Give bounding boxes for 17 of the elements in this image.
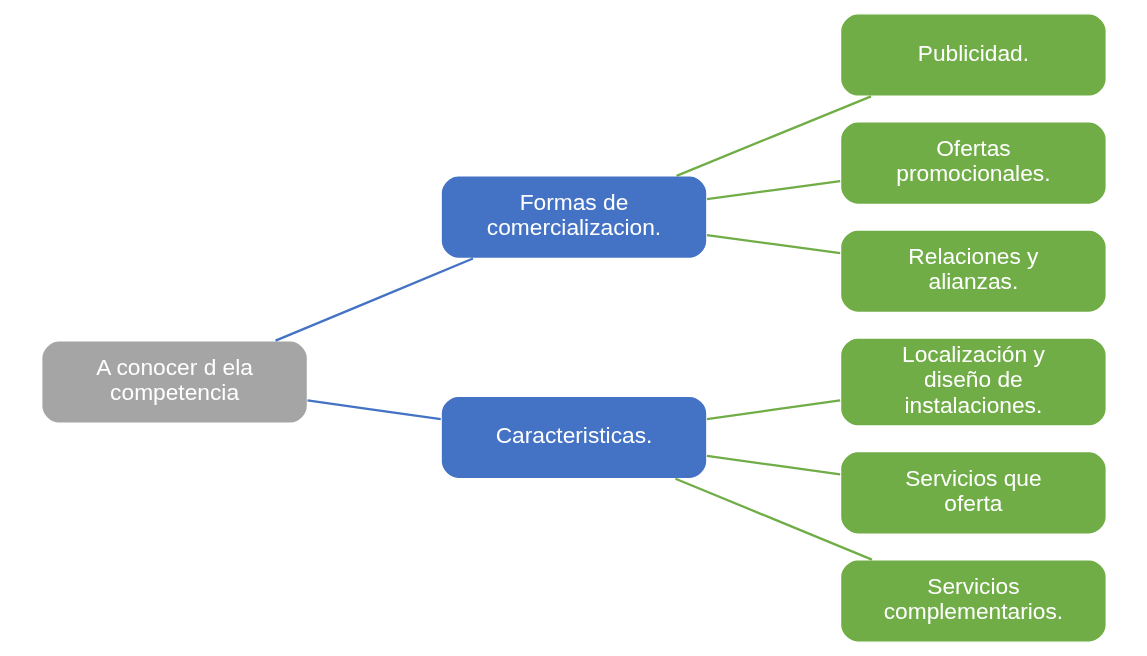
node-box: Ofertas promocionales. (839, 121, 1107, 206)
node-box: Caracteristicas. (439, 395, 708, 480)
node-box: Publicidad. (839, 13, 1107, 97)
connector (306, 399, 441, 421)
connector (706, 233, 840, 255)
node-box: A conocer d ela competencia (40, 340, 308, 424)
node-box: Formas de comercializacion. (439, 175, 708, 260)
connector (274, 257, 473, 342)
connector (706, 179, 840, 201)
node-box: Servicios que oferta (839, 450, 1107, 535)
connector (706, 399, 840, 421)
connector (706, 454, 840, 476)
connector (675, 95, 871, 177)
connector (674, 477, 872, 561)
node-box: Localización y diseño de instalaciones. (839, 337, 1107, 427)
node-box: Relaciones y alianzas. (839, 229, 1107, 314)
node-box: Servicios complementarios. (839, 559, 1107, 643)
